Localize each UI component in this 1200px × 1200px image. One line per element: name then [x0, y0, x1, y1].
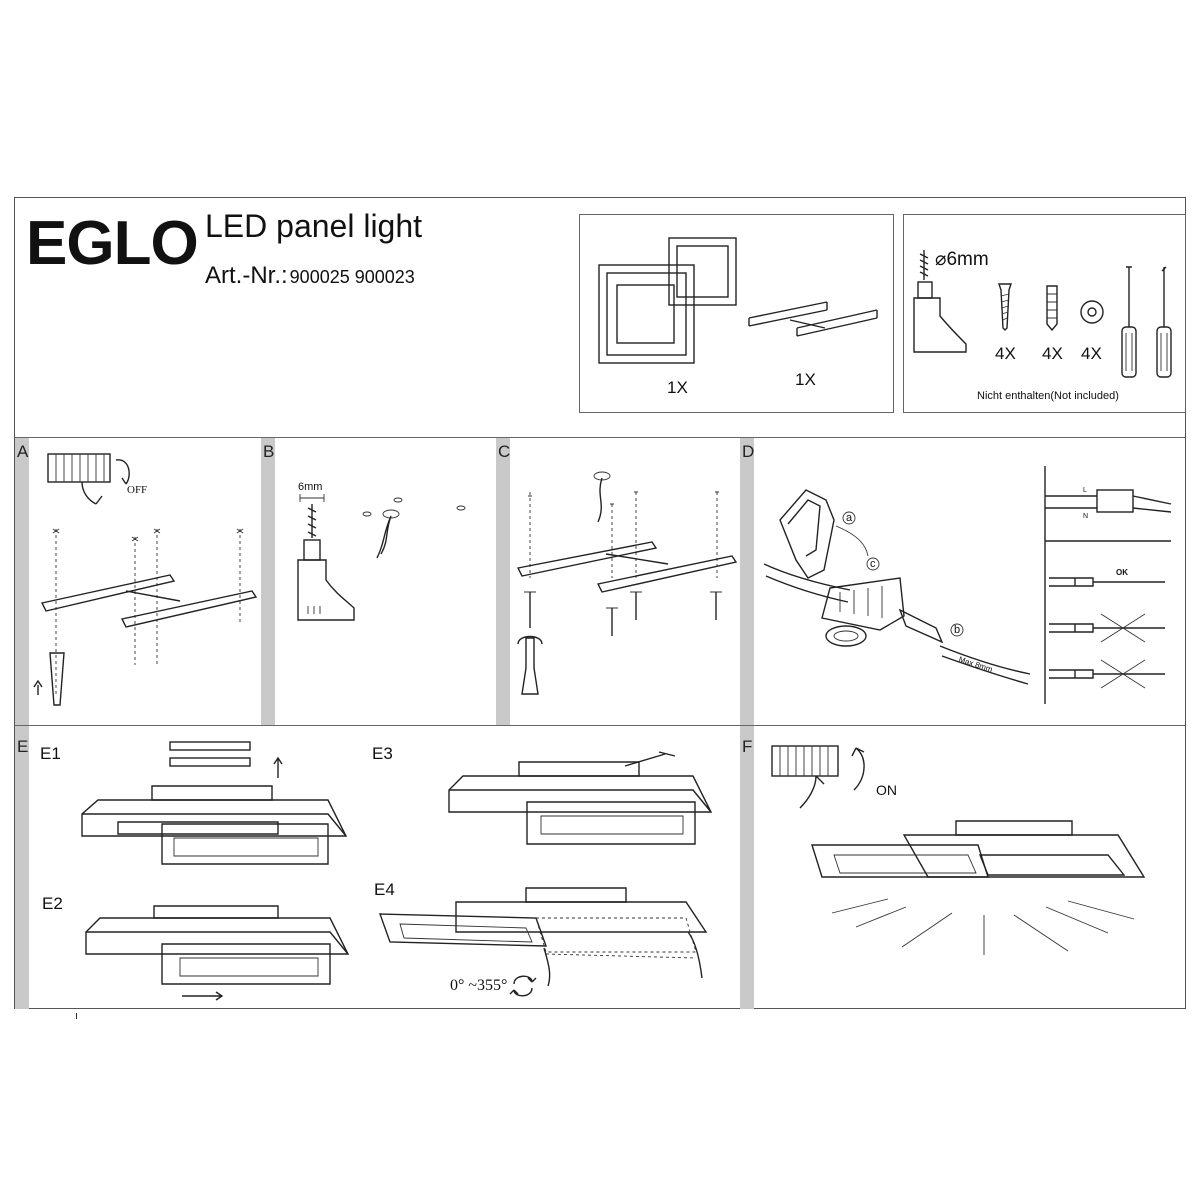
- drill-size-label: ⌀6mm: [935, 249, 989, 270]
- screw-icon: [998, 283, 1012, 331]
- left-margin-strip-bottom: [15, 726, 29, 1009]
- step-d-label: D: [742, 442, 755, 461]
- step-d-terminal-diagrams: [1044, 466, 1172, 704]
- header-separator: [14, 437, 1186, 438]
- left-margin-strip-top: [15, 438, 29, 725]
- column-separator-ef: [740, 726, 754, 1009]
- row-separator: [14, 725, 1186, 726]
- package-contents-box: [579, 214, 894, 413]
- step-a-bracket-mounting: [33, 528, 258, 706]
- step-e1-label: E1: [40, 744, 61, 763]
- step-a-off-label: OFF: [127, 484, 148, 496]
- terminal-l-label: L: [1083, 487, 1087, 494]
- rotate-icon: [509, 975, 537, 997]
- step-a-switch-illustration: [47, 453, 130, 505]
- callout-c: c: [870, 558, 876, 570]
- step-e1-illustration: [81, 741, 348, 865]
- step-c-mounting-illustration: [516, 471, 738, 695]
- screw-quantity: 4X: [995, 344, 1016, 363]
- step-b-drill-illustration: [297, 494, 355, 621]
- not-included-note: Nicht enthalten(Not included): [977, 390, 1119, 402]
- step-f-label: F: [742, 737, 753, 756]
- screwdriver-flat-icon: [1121, 266, 1137, 378]
- step-e4-label: E4: [374, 880, 395, 899]
- article-number-values: 900025 900023: [289, 267, 415, 287]
- column-separator-ab: [261, 438, 275, 725]
- ok-label: OK: [1116, 568, 1128, 577]
- dowel-quantity: 4X: [1042, 344, 1063, 363]
- rotation-range-label: 0° ~355°: [450, 977, 508, 994]
- article-number-label: Art.-Nr.:: [205, 262, 288, 289]
- column-separator-bc: [496, 438, 510, 725]
- step-f-on-label: ON: [876, 782, 897, 798]
- step-f-switch-illustration: [771, 745, 865, 809]
- tools-box: [903, 214, 1186, 413]
- step-e-label: E: [17, 737, 29, 756]
- bracket-illustration: [748, 301, 878, 337]
- step-f-lamp-illustration: [811, 820, 1146, 955]
- step-e3-label: E3: [372, 744, 393, 763]
- product-title: LED panel light: [205, 208, 423, 244]
- washer-icon: [1080, 300, 1104, 324]
- washer-quantity: 4X: [1081, 344, 1102, 363]
- article-number: Art.-Nr.:900025 900023: [205, 262, 415, 290]
- step-b-label: B: [263, 442, 275, 461]
- step-e2-illustration: [85, 905, 350, 1001]
- drill-icon: [913, 250, 967, 353]
- step-b-drill-size: 6mm: [298, 481, 323, 493]
- callout-b: b: [954, 624, 961, 636]
- bracket-quantity: 1X: [795, 370, 816, 389]
- terminal-n-label: N: [1083, 513, 1089, 520]
- tick-mark: [76, 1013, 77, 1019]
- lamp-illustration: [598, 237, 737, 364]
- step-e3-illustration: [448, 751, 713, 845]
- step-d-wiring-illustration: [763, 489, 1031, 685]
- callout-a: a: [846, 512, 853, 524]
- column-separator-cd: [740, 438, 754, 725]
- step-c-label: C: [498, 442, 511, 461]
- dowel-icon: [1046, 285, 1058, 332]
- screwdriver-cross-icon: [1156, 266, 1172, 378]
- step-e4-illustration: [378, 887, 708, 987]
- step-a-label: A: [17, 442, 29, 461]
- lamp-quantity: 1X: [667, 378, 688, 397]
- step-e2-label: E2: [42, 894, 63, 913]
- step-b-ceiling-holes: [362, 497, 466, 559]
- brand-logo: EGLO: [26, 209, 199, 278]
- instruction-sheet-frame: [14, 197, 1186, 1009]
